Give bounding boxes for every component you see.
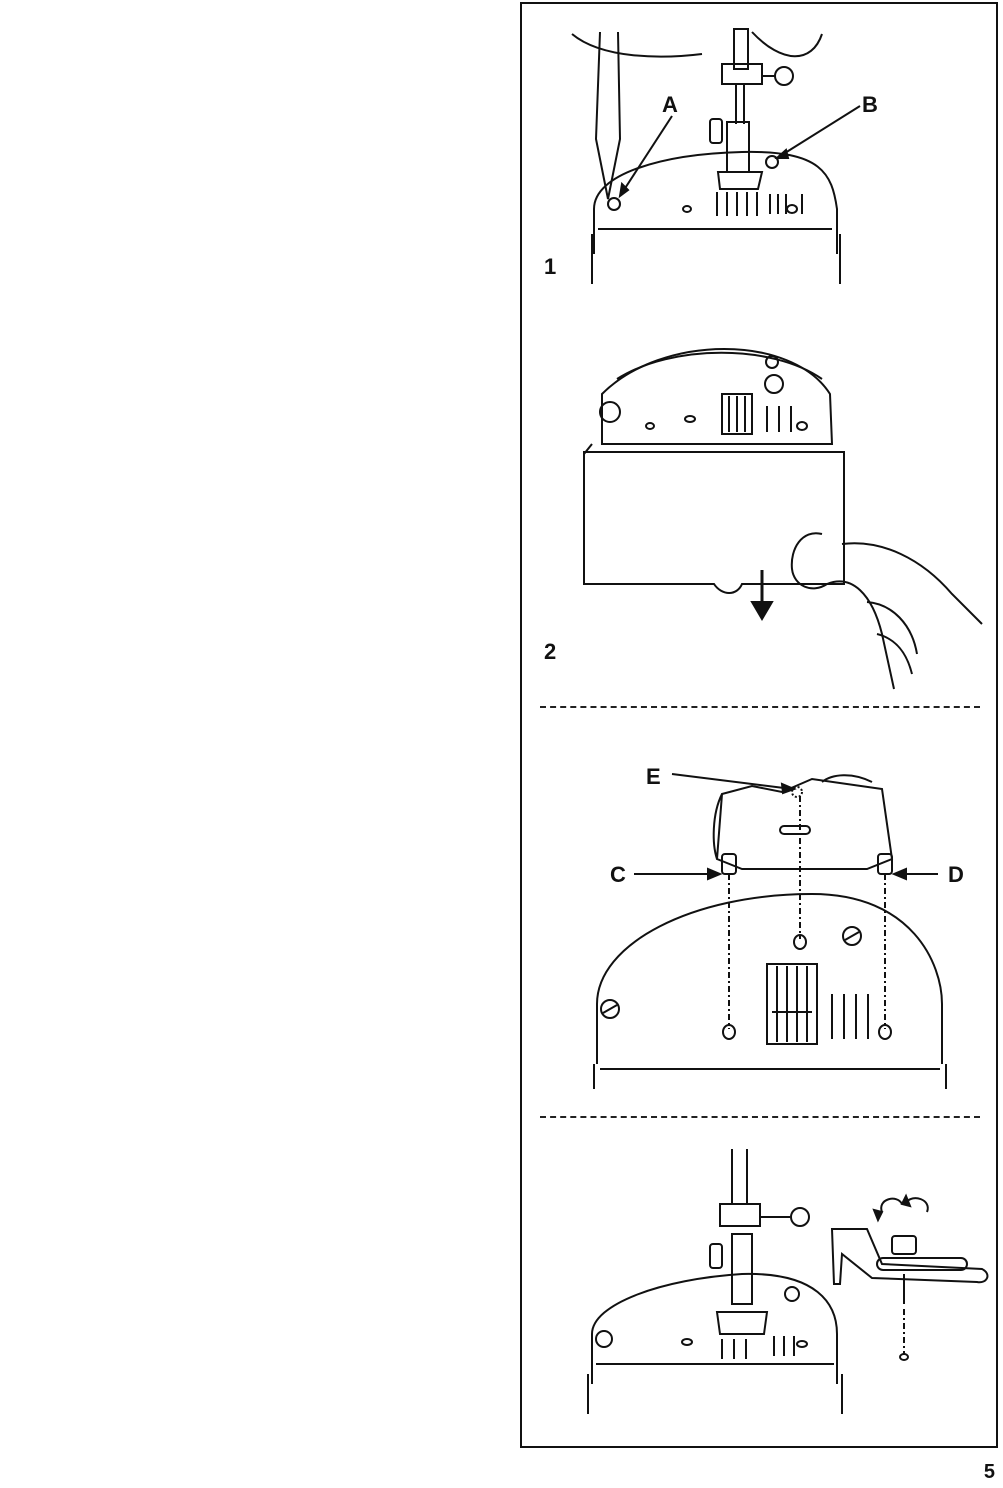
- illustration-panel: A B 1: [520, 2, 998, 1448]
- figure-1-needle-plate-removal: A B 1: [522, 4, 996, 294]
- label-d: D: [948, 862, 964, 888]
- label-c: C: [610, 862, 626, 888]
- figure-2-slide-plate-removal: 2: [522, 334, 996, 694]
- divider-2: [540, 1116, 980, 1118]
- label-a: A: [662, 92, 678, 118]
- label-b: B: [862, 92, 878, 118]
- figure-3-straight-stitch-plate: E C D: [522, 734, 996, 1104]
- label-e: E: [646, 764, 661, 790]
- figure-4-presser-foot-attachment: [522, 1144, 996, 1434]
- page-number: 5: [984, 1461, 995, 1484]
- figure-number-1: 1: [544, 254, 556, 280]
- divider-1: [540, 706, 980, 708]
- figure-number-2: 2: [544, 639, 556, 665]
